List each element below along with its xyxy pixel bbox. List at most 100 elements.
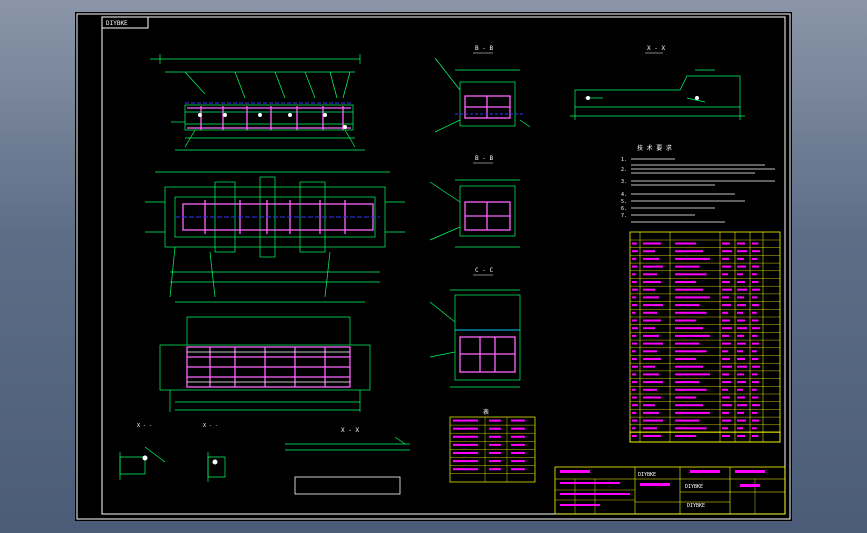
table-cell-text — [752, 257, 758, 260]
table-cell-text — [722, 334, 729, 337]
material-cell-text — [511, 452, 525, 454]
table-cell-text — [643, 257, 659, 260]
table-cell-text — [722, 342, 731, 345]
table-cell-text — [752, 365, 760, 368]
table-cell-text — [643, 319, 661, 322]
table-cell-text — [643, 334, 659, 337]
note-4: 4. — [621, 192, 627, 198]
table-cell-text — [737, 311, 743, 314]
table-cell-text — [752, 427, 757, 430]
material-cell-text — [489, 452, 501, 454]
material-cell-text — [453, 468, 478, 471]
table-cell-text — [737, 288, 747, 291]
drawing-code: DIYBKE — [687, 503, 705, 509]
detail-a-label: X - - — [137, 423, 152, 429]
table-cell-text — [643, 273, 657, 276]
table-cell-text — [722, 296, 729, 299]
cad-viewport[interactable]: DIYBKE — [75, 12, 792, 521]
table-cell-text — [722, 350, 728, 353]
table-cell-text — [737, 427, 743, 430]
table-cell-text — [737, 381, 746, 384]
table-cell-text — [675, 388, 707, 391]
view-x-bottom-label: X - X — [341, 427, 359, 434]
title-line-1: DIYBKE — [638, 472, 656, 478]
table-cell-text — [737, 388, 743, 391]
table-cell-text — [752, 242, 759, 245]
material-cell-text — [453, 460, 478, 463]
table-cell-text — [643, 304, 663, 307]
table-cell-text — [632, 242, 637, 245]
table-cell-text — [632, 304, 638, 307]
elevation-view — [150, 54, 365, 151]
title-line-2: DIYBKE — [685, 484, 703, 490]
table-cell-text — [722, 288, 732, 291]
table-cell-text — [675, 257, 710, 260]
table-cell-text — [752, 288, 760, 291]
table-cell-text — [722, 242, 730, 245]
table-cell-text — [675, 381, 700, 384]
table-cell-text — [737, 365, 747, 368]
table-cell-text — [722, 311, 728, 314]
table-cell-text — [675, 435, 696, 437]
section-view-bottom: C - C — [429, 267, 521, 388]
table-cell-text — [632, 334, 637, 337]
table-cell-text — [722, 257, 729, 260]
material-cell-text — [453, 452, 478, 454]
table-cell-text — [643, 404, 655, 407]
table-cell-text — [643, 342, 663, 345]
table-cell-text — [752, 296, 758, 299]
table-cell-text — [632, 365, 638, 368]
table-cell-text — [722, 327, 732, 330]
table-cell-text — [752, 334, 758, 337]
table-cell-text — [722, 404, 732, 407]
table-cell-text — [737, 257, 744, 260]
table-cell-text — [643, 365, 655, 368]
table-cell-text — [643, 388, 657, 391]
table-cell-text — [737, 296, 744, 299]
drawing-stamp-box — [101, 16, 149, 29]
table-cell-text — [675, 373, 710, 376]
table-cell-text — [722, 396, 730, 399]
table-cell-text — [722, 419, 731, 422]
table-cell-text — [737, 327, 747, 330]
section-c-label: C - C — [475, 267, 493, 274]
table-cell-text — [737, 373, 744, 376]
note-1: 1. — [621, 157, 627, 163]
table-cell-text — [675, 288, 703, 291]
table-cell-text — [643, 281, 661, 283]
title-block: DIYBKE DIYBKE DIYBKE — [554, 466, 786, 515]
elevation-steel — [187, 106, 351, 130]
table-cell-text — [675, 350, 707, 353]
table-cell-text — [632, 273, 636, 276]
table-cell-text — [722, 250, 732, 253]
table-cell-text — [737, 334, 744, 337]
table-cell-text — [675, 396, 696, 399]
table-cell-text — [752, 304, 760, 307]
section-view-middle: B - B — [429, 155, 520, 248]
material-cell-text — [453, 419, 478, 422]
material-cell-text — [511, 427, 525, 430]
table-cell-text — [722, 435, 730, 437]
material-cell-text — [453, 443, 478, 446]
table-cell-text — [752, 411, 758, 414]
table-cell-text — [632, 396, 637, 399]
table-cell-text — [675, 242, 696, 245]
table-cell-text — [675, 281, 696, 283]
table-cell-text — [643, 373, 659, 376]
material-cell-text — [489, 427, 501, 430]
parts-list-table — [629, 231, 781, 443]
table-cell-text — [643, 411, 659, 414]
table-cell-text — [722, 427, 728, 430]
table-cell-text — [722, 304, 731, 307]
section-a-label: B - B — [475, 155, 493, 162]
table-cell-text — [632, 342, 638, 345]
material-table-title: 表 — [483, 408, 489, 416]
table-cell-text — [632, 373, 637, 376]
detail-b-label: X - - — [203, 423, 218, 429]
table-cell-text — [632, 281, 637, 283]
table-cell-text — [752, 381, 760, 384]
plan-view — [145, 171, 405, 298]
table-cell-text — [632, 296, 637, 299]
table-cell-text — [737, 404, 747, 407]
drawing-stamp: DIYBKE — [106, 20, 128, 27]
